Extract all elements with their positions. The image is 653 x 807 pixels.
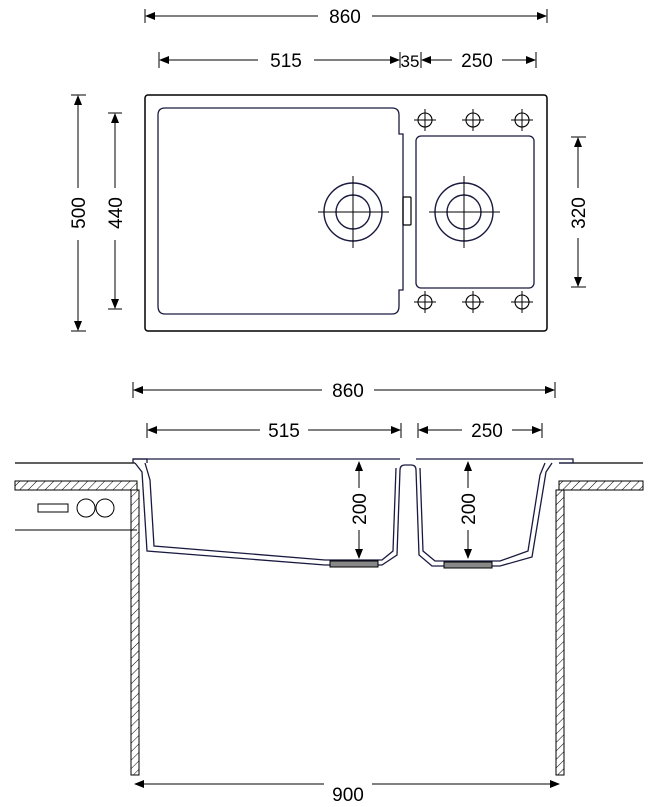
dim-overall-width-section: 860 — [132, 381, 556, 402]
dim-main-height: 200 — [350, 461, 371, 559]
cabinet-wall-right — [555, 489, 565, 776]
dim-label-250-top: 250 — [461, 51, 493, 72]
dim-overall-width-top: 860 — [144, 7, 548, 28]
tap-hole-top-3 — [511, 109, 533, 131]
dim-label-515-section: 515 — [268, 421, 300, 442]
dim-main-bowl-depth: 440 — [106, 112, 127, 310]
dim-label-515-top: 515 — [270, 51, 302, 72]
dim-label-200-small: 200 — [459, 493, 480, 525]
tap-hole-top-1 — [414, 109, 436, 131]
dim-overall-depth: 500 — [69, 94, 90, 332]
dim-bowl-widths-top: 515 35 250 — [158, 51, 537, 72]
tap-hole-bottom-2 — [462, 291, 484, 313]
tap-hole-bottom-3 — [511, 291, 533, 313]
tap-hole-bottom-1 — [414, 291, 436, 313]
sink-outline — [144, 94, 548, 332]
tap-hole-top-2 — [462, 109, 484, 131]
dim-small-width-section: 250 — [417, 421, 543, 442]
main-drain-section — [329, 560, 379, 568]
dim-small-bowl-depth: 320 — [569, 136, 590, 288]
countertop-left — [14, 462, 138, 531]
sink-section — [132, 458, 574, 567]
small-drain-icon — [429, 176, 500, 248]
cabinet-wall-left — [130, 489, 140, 776]
dim-main-width-section: 515 — [146, 421, 402, 442]
dim-label-200-main: 200 — [350, 493, 371, 525]
appliance-panel — [37, 498, 115, 518]
dim-label-900: 900 — [332, 785, 364, 806]
dim-label-35-top: 35 — [401, 52, 420, 71]
dim-label-860-section: 860 — [332, 381, 364, 402]
dim-label-440: 440 — [106, 197, 127, 229]
dim-cabinet-width: 900 — [134, 780, 560, 806]
section-view: 860 515 250 — [14, 381, 644, 806]
overflow-slot — [402, 196, 412, 226]
dim-label-500: 500 — [69, 197, 90, 229]
main-drain-icon — [318, 176, 389, 248]
top-view: 860 515 35 250 500 — [69, 7, 590, 332]
small-bowl-outline — [415, 135, 535, 289]
dim-label-860-top: 860 — [329, 7, 361, 28]
dim-label-320: 320 — [569, 197, 590, 229]
countertop-right — [558, 462, 644, 491]
dim-label-250-section: 250 — [471, 421, 503, 442]
dim-small-height: 200 — [459, 461, 480, 559]
small-drain-section — [443, 561, 493, 569]
main-bowl-outline — [157, 107, 404, 315]
